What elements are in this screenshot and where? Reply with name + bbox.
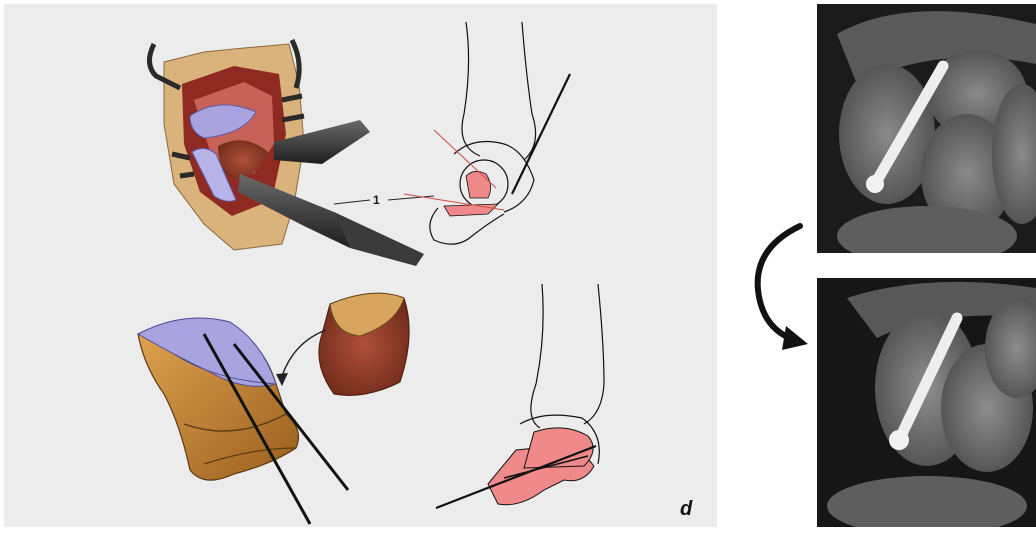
illustration-panel: 1 d bbox=[4, 4, 717, 527]
illustration-drawing bbox=[4, 4, 717, 527]
guide-wire-top bbox=[512, 74, 570, 194]
corrected-wedge-upper bbox=[524, 428, 593, 468]
xray-bottom-drawing bbox=[817, 278, 1036, 527]
curved-arrow-down-icon bbox=[748, 218, 814, 358]
callout-label: 1 bbox=[373, 193, 380, 207]
osteotomy-wedge-lower bbox=[444, 204, 498, 216]
xray-image-bottom bbox=[817, 278, 1036, 527]
panel-label: d bbox=[680, 498, 692, 521]
surgical-field-illustration bbox=[149, 40, 424, 266]
osteotomy-line-1 bbox=[434, 130, 496, 188]
callout-leader-left bbox=[334, 200, 370, 204]
bone-graft-illustration bbox=[138, 293, 409, 524]
xray-top-drawing bbox=[817, 4, 1036, 253]
xray-image-top bbox=[817, 4, 1036, 253]
osteotomy-wedge-upper bbox=[466, 171, 491, 198]
